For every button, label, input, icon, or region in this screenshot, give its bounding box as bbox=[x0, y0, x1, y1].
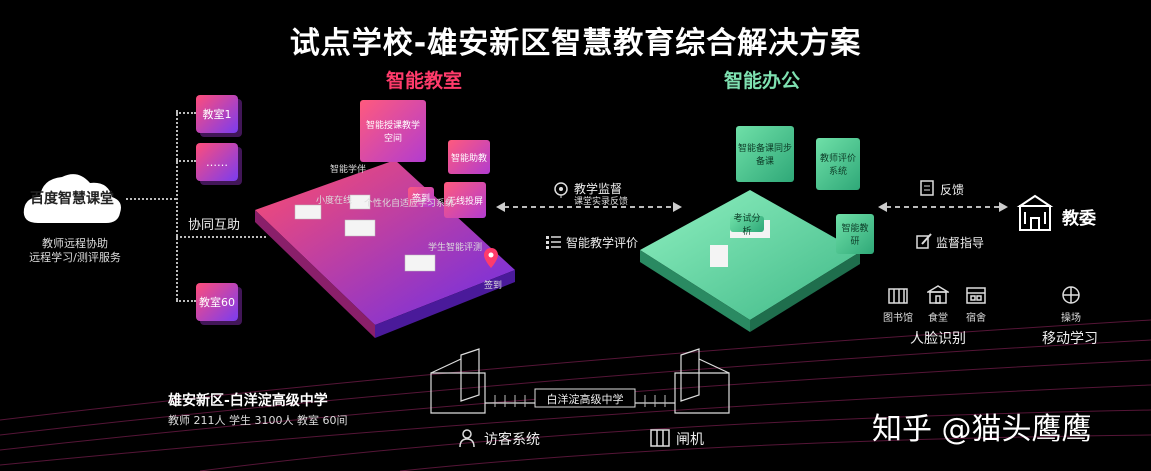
label-student-eval: 学生智能评测 bbox=[428, 243, 483, 253]
card-wireless-cast: 无线投屏 bbox=[444, 182, 486, 218]
library-icon bbox=[888, 288, 908, 304]
visitor-icon bbox=[459, 429, 475, 448]
collab-label: 协同互助 bbox=[188, 218, 241, 233]
supervision-label: 教学监督 bbox=[574, 182, 623, 196]
label-checkin: 签到 bbox=[484, 281, 503, 291]
room-card: 教室60 bbox=[196, 283, 238, 321]
watermark: 知乎 @猫头鹰鹰 bbox=[872, 412, 1092, 447]
cloud-sub-2: 远程学习/测评服务 bbox=[29, 251, 121, 264]
card-checkin: 签到 bbox=[408, 187, 434, 207]
card-exam-analysis: 考试分析 bbox=[730, 214, 764, 237]
location-pin-icon bbox=[484, 248, 498, 268]
mobile-learning-label: 移动学习 bbox=[1042, 331, 1098, 347]
section-smart-office: 智能办公 bbox=[724, 70, 801, 92]
evaluation-label: 智能教学评价 bbox=[566, 236, 639, 250]
connector bbox=[126, 198, 176, 200]
label-adaptive-learning: 个性化自适应学习系统 bbox=[364, 199, 455, 209]
facility-label: 操场 bbox=[1061, 313, 1081, 324]
card-smart-assistant: 智能助教 bbox=[448, 140, 490, 174]
card-teacher-eval: 教师评价系统 bbox=[816, 138, 860, 190]
edit-icon bbox=[916, 233, 932, 249]
label-study-buddy: 智能学伴 bbox=[330, 165, 367, 175]
document-icon bbox=[920, 180, 934, 196]
room-card: 教室1 bbox=[196, 95, 238, 133]
double-arrow bbox=[878, 202, 1008, 212]
connector bbox=[176, 236, 266, 238]
face-recognition-label: 人脸识别 bbox=[910, 331, 966, 347]
gate-label: 闸机 bbox=[676, 432, 704, 448]
card-smart-research: 智能教研 bbox=[836, 214, 874, 254]
cloud-label: 百度智慧课堂 bbox=[30, 191, 114, 207]
connector bbox=[176, 160, 196, 162]
cloud-sub-1: 教师远程协助 bbox=[42, 237, 108, 250]
room-card: …… bbox=[196, 143, 238, 181]
supervision-sub: 课堂实录反馈 bbox=[574, 197, 629, 207]
gate-sign: 白洋淀高级中学 bbox=[546, 393, 624, 406]
school-name: 雄安新区-白洋淀高级中学 bbox=[168, 393, 328, 409]
turnstile-icon bbox=[650, 429, 670, 447]
connector bbox=[176, 300, 196, 302]
facility-label: 食堂 bbox=[928, 313, 948, 324]
basketball-icon bbox=[1062, 286, 1080, 304]
classroom-platform bbox=[255, 160, 515, 338]
card-smart-teaching: 智能授课教学空间 bbox=[360, 100, 426, 162]
section-smart-classroom: 智能教室 bbox=[386, 70, 463, 92]
dorm-icon bbox=[966, 287, 986, 304]
cloud-icon bbox=[23, 174, 121, 223]
school-gate bbox=[430, 348, 730, 414]
card-lesson-prep: 智能备课同步备课 bbox=[736, 126, 794, 182]
connector bbox=[176, 110, 178, 300]
connector bbox=[176, 112, 196, 114]
facility-label: 宿舍 bbox=[966, 313, 986, 324]
visitor-label: 访客系统 bbox=[484, 432, 540, 448]
facility-label: 图书馆 bbox=[883, 313, 913, 324]
building-icon bbox=[1016, 194, 1054, 231]
school-stats: 教师 211人 学生 3100人 教室 60间 bbox=[168, 414, 348, 427]
canteen-icon bbox=[927, 285, 949, 304]
page-title: 试点学校-雄安新区智慧教育综合解决方案 bbox=[289, 26, 862, 61]
label-xiaodu: 小度在线 bbox=[316, 196, 353, 206]
guidance-label: 监督指导 bbox=[936, 236, 985, 250]
double-arrow bbox=[496, 202, 682, 212]
camera-icon bbox=[554, 182, 568, 198]
office-platform bbox=[640, 190, 860, 332]
feedback-label: 反馈 bbox=[940, 183, 965, 197]
bureau-label: 教委 bbox=[1062, 209, 1096, 229]
list-icon bbox=[546, 236, 561, 249]
